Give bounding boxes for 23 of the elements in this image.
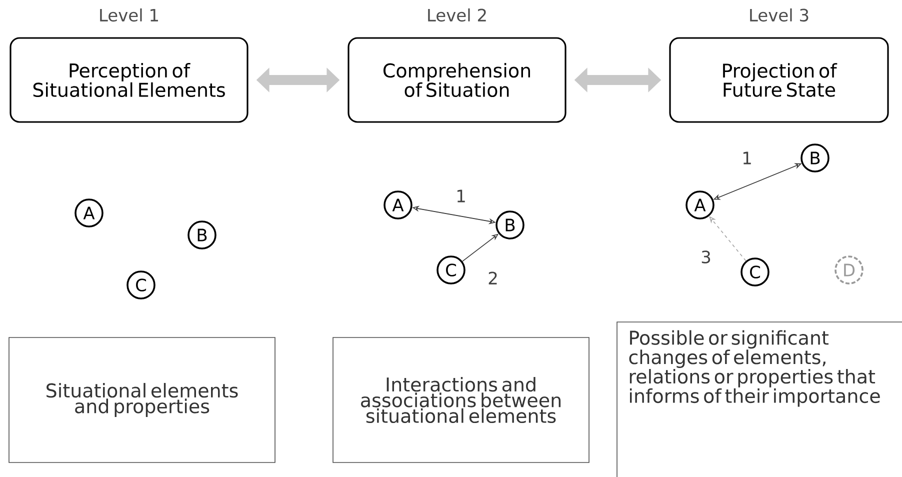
circle-node: C <box>436 256 466 284</box>
level-box: Comprehension of Situation <box>348 37 566 123</box>
level-box: Projection of Future State <box>669 37 889 123</box>
level-box: Perception of Situational Elements <box>10 37 248 123</box>
description-box: Interactions and associations between situational elements <box>332 337 590 463</box>
level-heading: Level 2 <box>428 8 486 22</box>
edge-label: 2 <box>486 270 500 286</box>
level-heading: Level 1 <box>100 8 158 22</box>
description-box: Situational elements and properties <box>8 337 276 463</box>
circle-node: A <box>74 198 104 228</box>
edge-label: 1 <box>740 150 754 166</box>
description-box: Possible or significant changes of elements, relations or properties that informs of their importance <box>616 322 902 477</box>
edge-label: 1 <box>454 188 468 204</box>
circle-node: B <box>188 220 216 250</box>
circle-node: A <box>686 190 714 220</box>
dashed-circle-node: D <box>834 256 864 284</box>
circle-node: C <box>740 258 770 286</box>
circle-node: A <box>384 190 412 220</box>
circle-node: B <box>800 144 830 172</box>
circle-node: C <box>126 270 156 300</box>
edge-label: 3 <box>700 250 712 264</box>
circle-node: B <box>496 210 524 240</box>
level-heading: Level 3 <box>750 8 808 22</box>
